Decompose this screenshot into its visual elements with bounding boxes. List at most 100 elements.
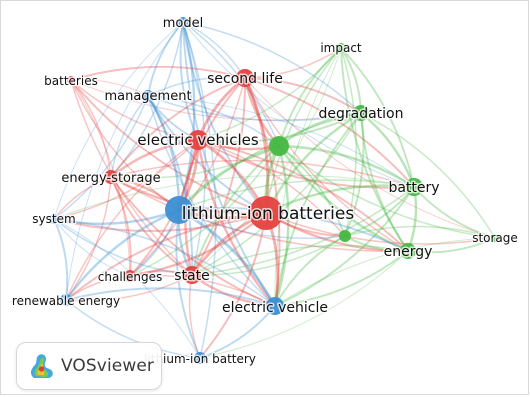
- label-renewable-energy[interactable]: renewable energy: [10, 293, 121, 310]
- link-battery-system: [53, 174, 415, 220]
- label-second-life[interactable]: second life: [206, 70, 285, 89]
- node-electric-vehicle[interactable]: [266, 297, 284, 315]
- link-batteries-state: [70, 79, 193, 276]
- link-green_hub-battery: [277, 144, 416, 189]
- link-batteries-second_life: [70, 65, 246, 81]
- link-batteries-management: [70, 79, 149, 97]
- node-impact[interactable]: [336, 43, 346, 53]
- link-model-management: [147, 21, 184, 97]
- label-management[interactable]: management: [103, 88, 193, 106]
- link-green_hub-energy: [277, 144, 410, 253]
- node-lithium-ion-batteries[interactable]: [249, 196, 283, 230]
- link-blue_hub-energy: [178, 206, 409, 252]
- link-electric_vehicles-battery: [197, 139, 415, 189]
- node-energy[interactable]: [400, 243, 416, 259]
- label-energy[interactable]: energy: [382, 243, 434, 262]
- link-green_hub-storage: [278, 145, 496, 239]
- link-second_life-storage: [244, 77, 496, 239]
- link-green_small-storage: [344, 225, 496, 239]
- label-challenges[interactable]: challenges: [96, 269, 163, 286]
- link-battery-electric_vehicle: [274, 186, 415, 307]
- link-degradation-battery: [359, 111, 416, 189]
- link-management-battery: [147, 95, 415, 188]
- label-electric-vehicle[interactable]: electric vehicle: [221, 299, 330, 318]
- node-system[interactable]: [49, 214, 59, 224]
- link-management-energy_storage: [110, 95, 149, 178]
- label-energy-storage[interactable]: energy-storage: [60, 170, 162, 188]
- node-batteries[interactable]: [67, 76, 75, 84]
- link-renewable_energy-lithium_ion_battery: [65, 299, 201, 359]
- link-batteries-electric_vehicles: [70, 79, 199, 141]
- link-lithium_ion_batteries-system: [53, 212, 267, 232]
- link-model-lithium_ion_battery: [182, 21, 217, 359]
- node-state[interactable]: [183, 266, 201, 284]
- link-green_hub-electric_vehicle: [273, 144, 290, 308]
- link-second_life-energy: [244, 77, 409, 252]
- link-second_life-degradation: [244, 77, 362, 114]
- vosviewer-logo: VOSviewer: [16, 342, 162, 390]
- link-energy_storage-renewable_energy: [65, 176, 112, 301]
- vosviewer-logo-text: VOSviewer: [61, 356, 154, 376]
- link-impact-green_small: [340, 47, 357, 237]
- node-electric-vehicles[interactable]: [188, 130, 208, 150]
- node-blue-hub[interactable]: [165, 196, 193, 224]
- link-lithium_ion_batteries-challenges: [128, 211, 268, 278]
- link-model-electric_vehicle: [182, 21, 276, 307]
- link-electric_vehicles-energy: [197, 139, 409, 252]
- link-impact-battery: [340, 47, 415, 188]
- link-system-state: [53, 218, 193, 276]
- label-batteries[interactable]: batteries: [43, 73, 100, 90]
- node-storage[interactable]: [491, 234, 499, 242]
- link-energy_storage-electric_vehicle: [110, 176, 276, 307]
- label-impact[interactable]: impact: [319, 40, 364, 57]
- link-electric_vehicle-lithium_ion_battery: [199, 305, 276, 359]
- link-batteries-degradation: [70, 79, 362, 121]
- label-storage[interactable]: storage: [471, 230, 520, 247]
- nodes-layer: [49, 17, 499, 364]
- link-green_hub-energy_storage: [110, 145, 280, 180]
- link-green_hub-green_small: [278, 145, 346, 237]
- link-impact-state: [191, 47, 342, 276]
- label-electric-vehicles[interactable]: electric vehicles: [136, 130, 261, 151]
- link-challenges-renewable_energy: [65, 275, 131, 301]
- node-renewable-energy[interactable]: [60, 294, 72, 306]
- label-degradation[interactable]: degradation: [317, 105, 405, 124]
- node-degradation[interactable]: [353, 105, 369, 121]
- label-lithium-ion-battery[interactable]: lithium-ion battery: [143, 351, 258, 368]
- node-green-small[interactable]: [339, 230, 351, 242]
- link-system-challenges: [53, 218, 131, 277]
- link-energy-lithium_ion_battery: [199, 250, 409, 359]
- node-challenges[interactable]: [124, 270, 136, 282]
- label-state[interactable]: state: [173, 267, 211, 286]
- link-energy_storage-challenges: [110, 176, 132, 277]
- node-management[interactable]: [142, 90, 154, 102]
- link-second_life-battery: [244, 77, 415, 188]
- link-lithium_ion_batteries-lithium_ion_battery: [199, 212, 267, 359]
- link-model-system: [53, 21, 184, 220]
- node-lithium-ion-battery[interactable]: [194, 352, 206, 364]
- label-model[interactable]: model: [161, 15, 204, 33]
- node-model[interactable]: [178, 17, 188, 27]
- label-battery[interactable]: battery: [387, 179, 441, 198]
- link-electric_vehicles-electric_vehicle: [196, 138, 277, 308]
- link-degradation-storage: [360, 112, 496, 239]
- label-system[interactable]: system: [31, 211, 77, 228]
- link-model-renewable_energy: [65, 21, 184, 301]
- node-energy-storage[interactable]: [104, 170, 118, 184]
- link-management-green_hub: [147, 95, 280, 147]
- link-model-blue_hub: [177, 20, 196, 212]
- label-lithium-ion-batteries[interactable]: lithium-ion batteries: [180, 203, 356, 226]
- link-lithium_ion_batteries-renewable_energy: [65, 212, 267, 301]
- link-degradation-blue_hub: [178, 112, 362, 211]
- link-lithium_ion_batteries-energy: [264, 211, 410, 253]
- node-second-life[interactable]: [236, 69, 254, 87]
- link-energy-state: [191, 244, 409, 276]
- node-battery[interactable]: [405, 178, 423, 196]
- link-green_small-state: [191, 235, 346, 276]
- node-green-hub[interactable]: [269, 136, 289, 156]
- link-degradation-energy: [360, 112, 409, 252]
- link-green_hub-challenges: [129, 145, 280, 277]
